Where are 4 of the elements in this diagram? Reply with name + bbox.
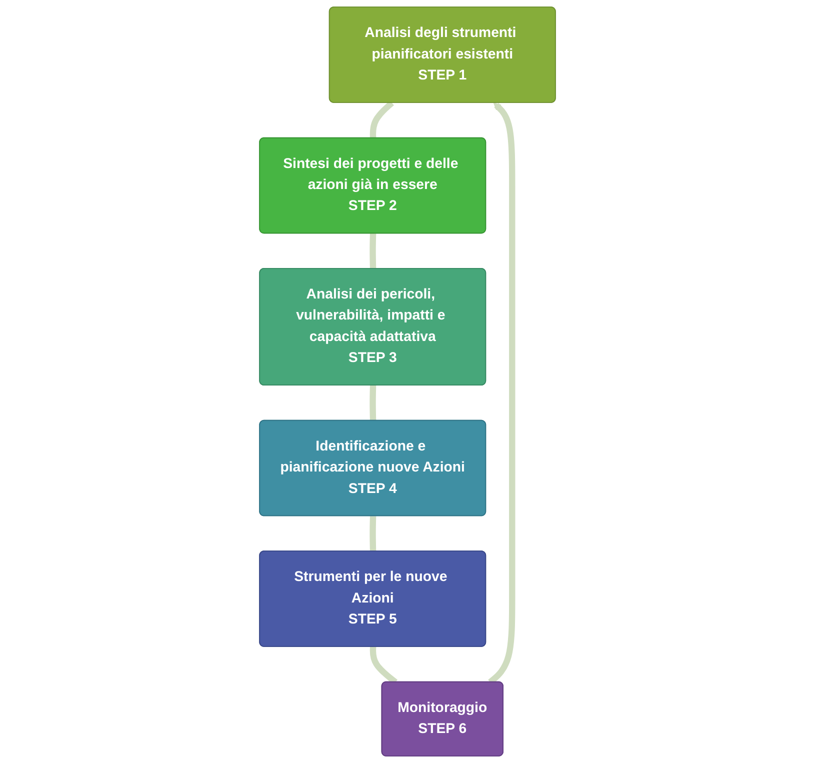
connector bbox=[370, 233, 376, 269]
connector bbox=[370, 385, 376, 421]
connector bbox=[370, 516, 376, 552]
connector bbox=[370, 100, 394, 138]
